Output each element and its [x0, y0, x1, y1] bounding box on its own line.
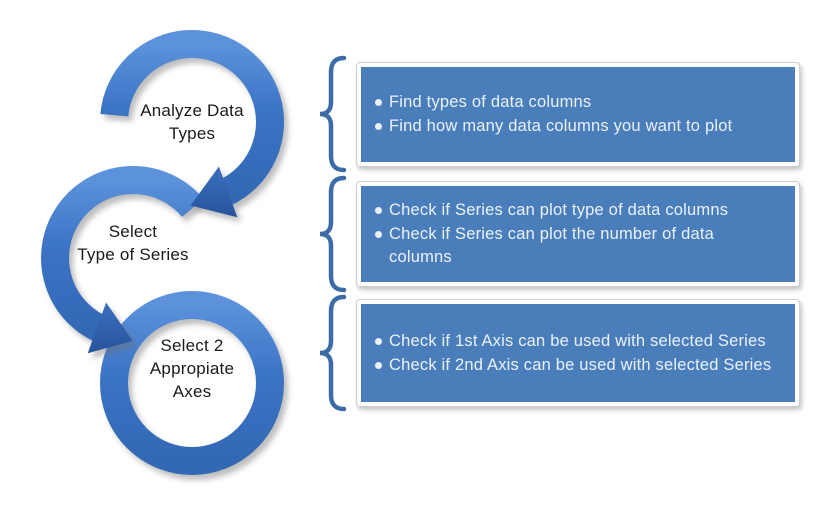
bullet-item: Check if 2nd Axis can be used with selec… [373, 354, 783, 377]
arrowhead-icon [190, 166, 238, 218]
left-brace-icon [319, 55, 347, 173]
details-box-2: Check if Series can plot type of data co… [356, 181, 800, 287]
bullet-item: Find types of data columns [373, 91, 783, 114]
circular-arrow-step-3 [100, 291, 285, 475]
step-2-label: Select Type of Series [77, 222, 189, 264]
bullet-item: Check if Series can plot the number of d… [373, 223, 783, 269]
left-brace-icon [319, 175, 347, 293]
bullet-icon [375, 99, 382, 106]
circular-arrow-step-1 [100, 30, 284, 218]
details-box-3-content: Check if 1st Axis can be used with selec… [361, 304, 795, 402]
bullet-text: Check if 2nd Axis can be used with selec… [389, 355, 772, 374]
details-box-1-content: Find types of data columns Find how many… [361, 67, 795, 162]
bullet-icon [375, 337, 382, 345]
bullet-icon [375, 231, 382, 238]
bullet-text: Find types of data columns [389, 93, 592, 111]
details-box-1: Find types of data columns Find how many… [356, 62, 800, 167]
left-brace-icon [319, 294, 347, 412]
bullet-icon [375, 361, 382, 369]
arrowhead-icon [87, 302, 133, 354]
bullet-text: Check if 1st Axis can be used with selec… [389, 331, 766, 350]
bullet-icon [375, 207, 382, 214]
circular-arrow-step-2 [41, 166, 204, 354]
step-1-label: Analyze Data Types [140, 101, 244, 143]
details-box-2-content: Check if Series can plot type of data co… [361, 186, 795, 282]
bullet-item: Check if 1st Axis can be used with selec… [373, 330, 783, 353]
bullet-item: Find how many data columns you want to p… [373, 115, 783, 138]
step-3-label: Select 2 Appropiate Axes [149, 336, 235, 401]
bullet-text: Check if Series can plot the number of d… [389, 225, 715, 266]
details-box-3: Check if 1st Axis can be used with selec… [356, 299, 800, 407]
bullet-text: Find how many data columns you want to p… [389, 117, 733, 135]
bullet-item: Check if Series can plot type of data co… [373, 199, 783, 222]
bullet-text: Check if Series can plot type of data co… [389, 201, 729, 219]
bullet-icon [375, 123, 382, 130]
